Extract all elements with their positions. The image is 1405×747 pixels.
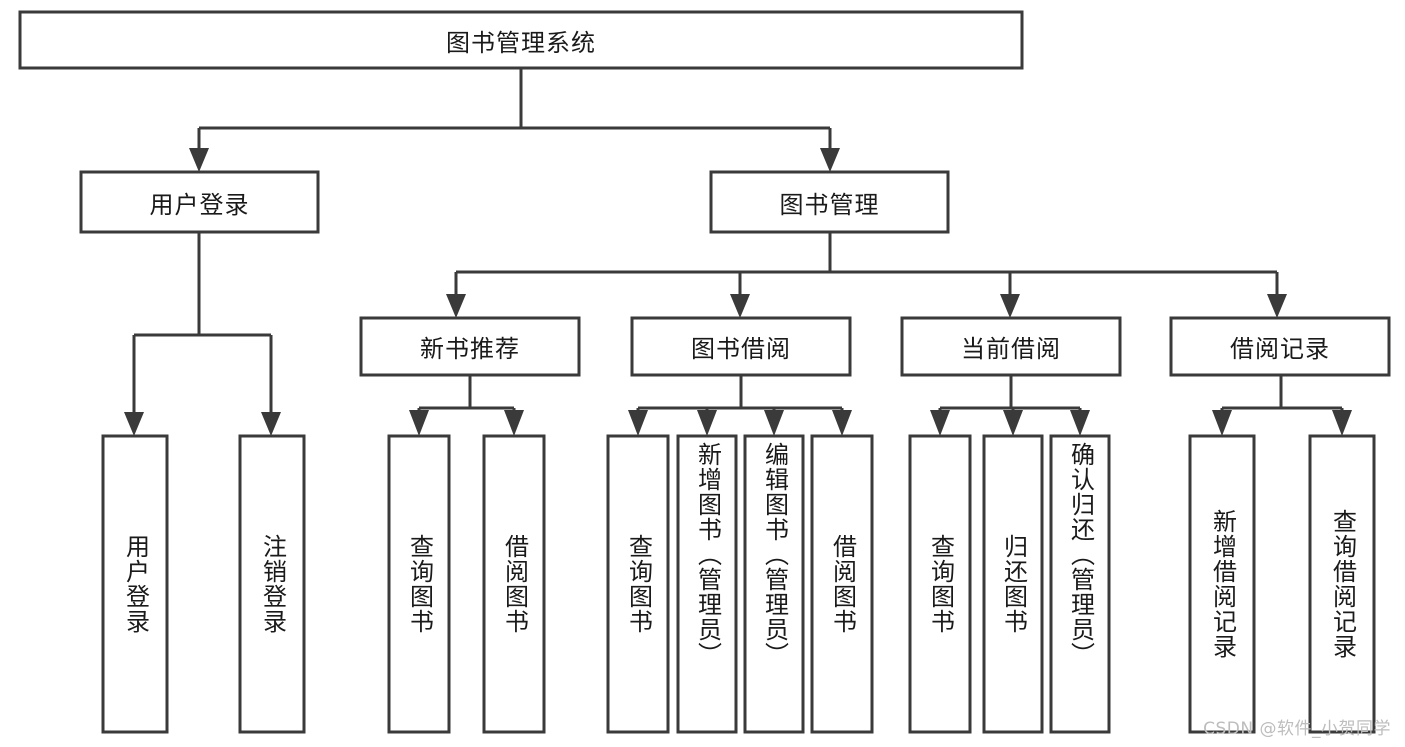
node-leaf-user-login[interactable] [101,434,169,734]
node-book-borrow[interactable] [630,316,852,377]
node-leaf-confirm-return[interactable] [1049,434,1111,734]
node-leaf-query-book-2[interactable] [606,434,670,734]
arrow-head-icon [504,410,524,436]
node-current-borrow[interactable] [900,316,1122,377]
node-leaf-query-record[interactable] [1308,434,1376,734]
connector-book-borrow-to-leaves [628,375,852,436]
arrow-head-icon [189,148,209,172]
connector-borrow-record-to-leaves [1212,375,1352,436]
arrow-head-icon [1332,410,1352,436]
csdn-watermark: CSDN @软件_小贺同学 [1203,719,1391,739]
node-leaf-borrow-book-2[interactable] [810,434,874,734]
arrow-head-icon [930,410,950,436]
node-leaf-borrow-book-1[interactable] [482,434,546,734]
arrow-head-icon [820,148,840,172]
arrow-head-icon [124,412,144,436]
arrow-head-icon [261,412,281,436]
arrow-head-icon [1003,410,1023,436]
node-leaf-add-book[interactable] [676,434,738,734]
arrow-head-icon [446,294,466,318]
node-leaf-query-book-3[interactable] [908,434,972,734]
arrow-head-icon [1212,410,1232,436]
node-leaf-add-record[interactable] [1188,434,1256,734]
node-root[interactable] [18,10,1024,70]
node-leaf-edit-book[interactable] [743,434,805,734]
node-new-book-rec[interactable] [359,316,581,377]
node-leaf-query-book-1[interactable] [387,434,451,734]
arrow-head-icon [832,410,852,436]
arrow-head-icon [1000,294,1020,318]
node-user-login[interactable] [79,170,320,234]
arrow-head-icon [628,410,648,436]
arrow-head-icon [764,410,784,436]
connector-root-to-level2 [189,68,840,172]
connector-new-book-rec-to-leaves [409,375,524,436]
connector-user-login-to-leaves [124,232,281,436]
node-book-manage[interactable] [709,170,950,234]
node-borrow-record[interactable] [1169,316,1391,377]
node-leaf-logout[interactable] [238,434,306,734]
node-leaf-return-book[interactable] [982,434,1044,734]
connector-book-manage-to-level3 [446,232,1287,318]
arrow-head-icon [1267,294,1287,318]
arrow-head-icon [697,410,717,436]
arrow-head-icon [409,410,429,436]
arrow-head-icon [730,294,750,318]
connector-current-borrow-to-leaves [930,375,1090,436]
arrow-head-icon [1070,410,1090,436]
